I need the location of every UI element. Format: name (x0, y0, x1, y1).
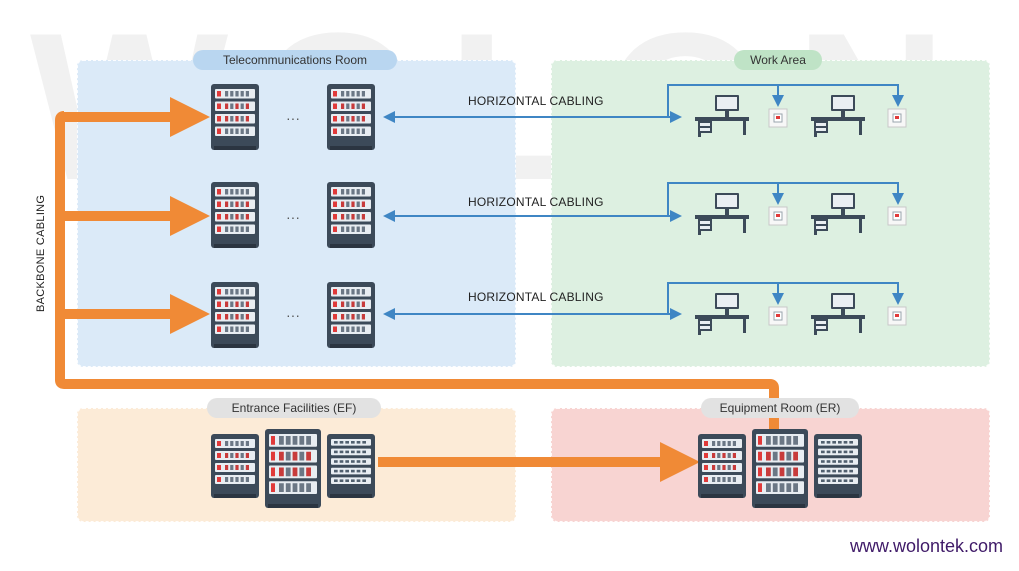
wall-outlet-right-1 (887, 108, 907, 128)
work-area-feed-1 (667, 84, 904, 117)
telecom-rack-left-1 (211, 84, 259, 150)
wall-outlet-right-2 (887, 206, 907, 226)
ef-rack-2 (265, 429, 321, 508)
er-rack-2 (752, 429, 808, 508)
workstation-left-3 (695, 293, 749, 335)
er-rack-1 (698, 434, 746, 498)
ef-rack-3 (327, 434, 375, 498)
wall-outlet-left-1 (768, 108, 788, 128)
telecom-room-label: Telecommunications Room (193, 50, 397, 70)
telecom-rack-right-3 (327, 282, 375, 348)
ellipsis-row-2: ··· (286, 209, 300, 225)
workstation-right-2 (811, 193, 865, 235)
work-area-label: Work Area (734, 50, 822, 70)
website-url: www.wolontek.com (849, 536, 1003, 556)
entrance-facilities-label: Entrance Facilities (EF) (207, 398, 381, 418)
horizontal-cabling-label-3: HORIZONTAL CABLING (468, 290, 604, 304)
wall-outlet-left-3 (768, 306, 788, 326)
backbone-trunk (55, 111, 66, 380)
work-area-feed-2 (667, 182, 904, 216)
wall-outlet-right-3 (887, 306, 907, 326)
equipment-room-label: Equipment Room (ER) (701, 398, 859, 418)
work-area-feed-3 (667, 282, 904, 314)
ellipsis-row-1: ··· (286, 110, 300, 126)
er-rack-3 (814, 434, 862, 498)
ef-rack-1 (211, 434, 259, 498)
horizontal-cabling-label-1: HORIZONTAL CABLING (468, 94, 604, 108)
workstation-left-2 (695, 193, 749, 235)
workstation-left-1 (695, 95, 749, 137)
telecom-rack-right-2 (327, 182, 375, 248)
workstation-right-3 (811, 293, 865, 335)
backbone-cabling-label: BACKBONE CABLING (35, 194, 47, 312)
workstation-right-1 (811, 95, 865, 137)
wall-outlet-left-2 (768, 206, 788, 226)
telecom-rack-right-1 (327, 84, 375, 150)
horizontal-cabling-label-2: HORIZONTAL CABLING (468, 195, 604, 209)
ellipsis-row-3: ··· (286, 307, 300, 323)
backbone-to-equipment-room (55, 375, 779, 432)
telecom-rack-left-3 (211, 282, 259, 348)
telecom-rack-left-2 (211, 182, 259, 248)
